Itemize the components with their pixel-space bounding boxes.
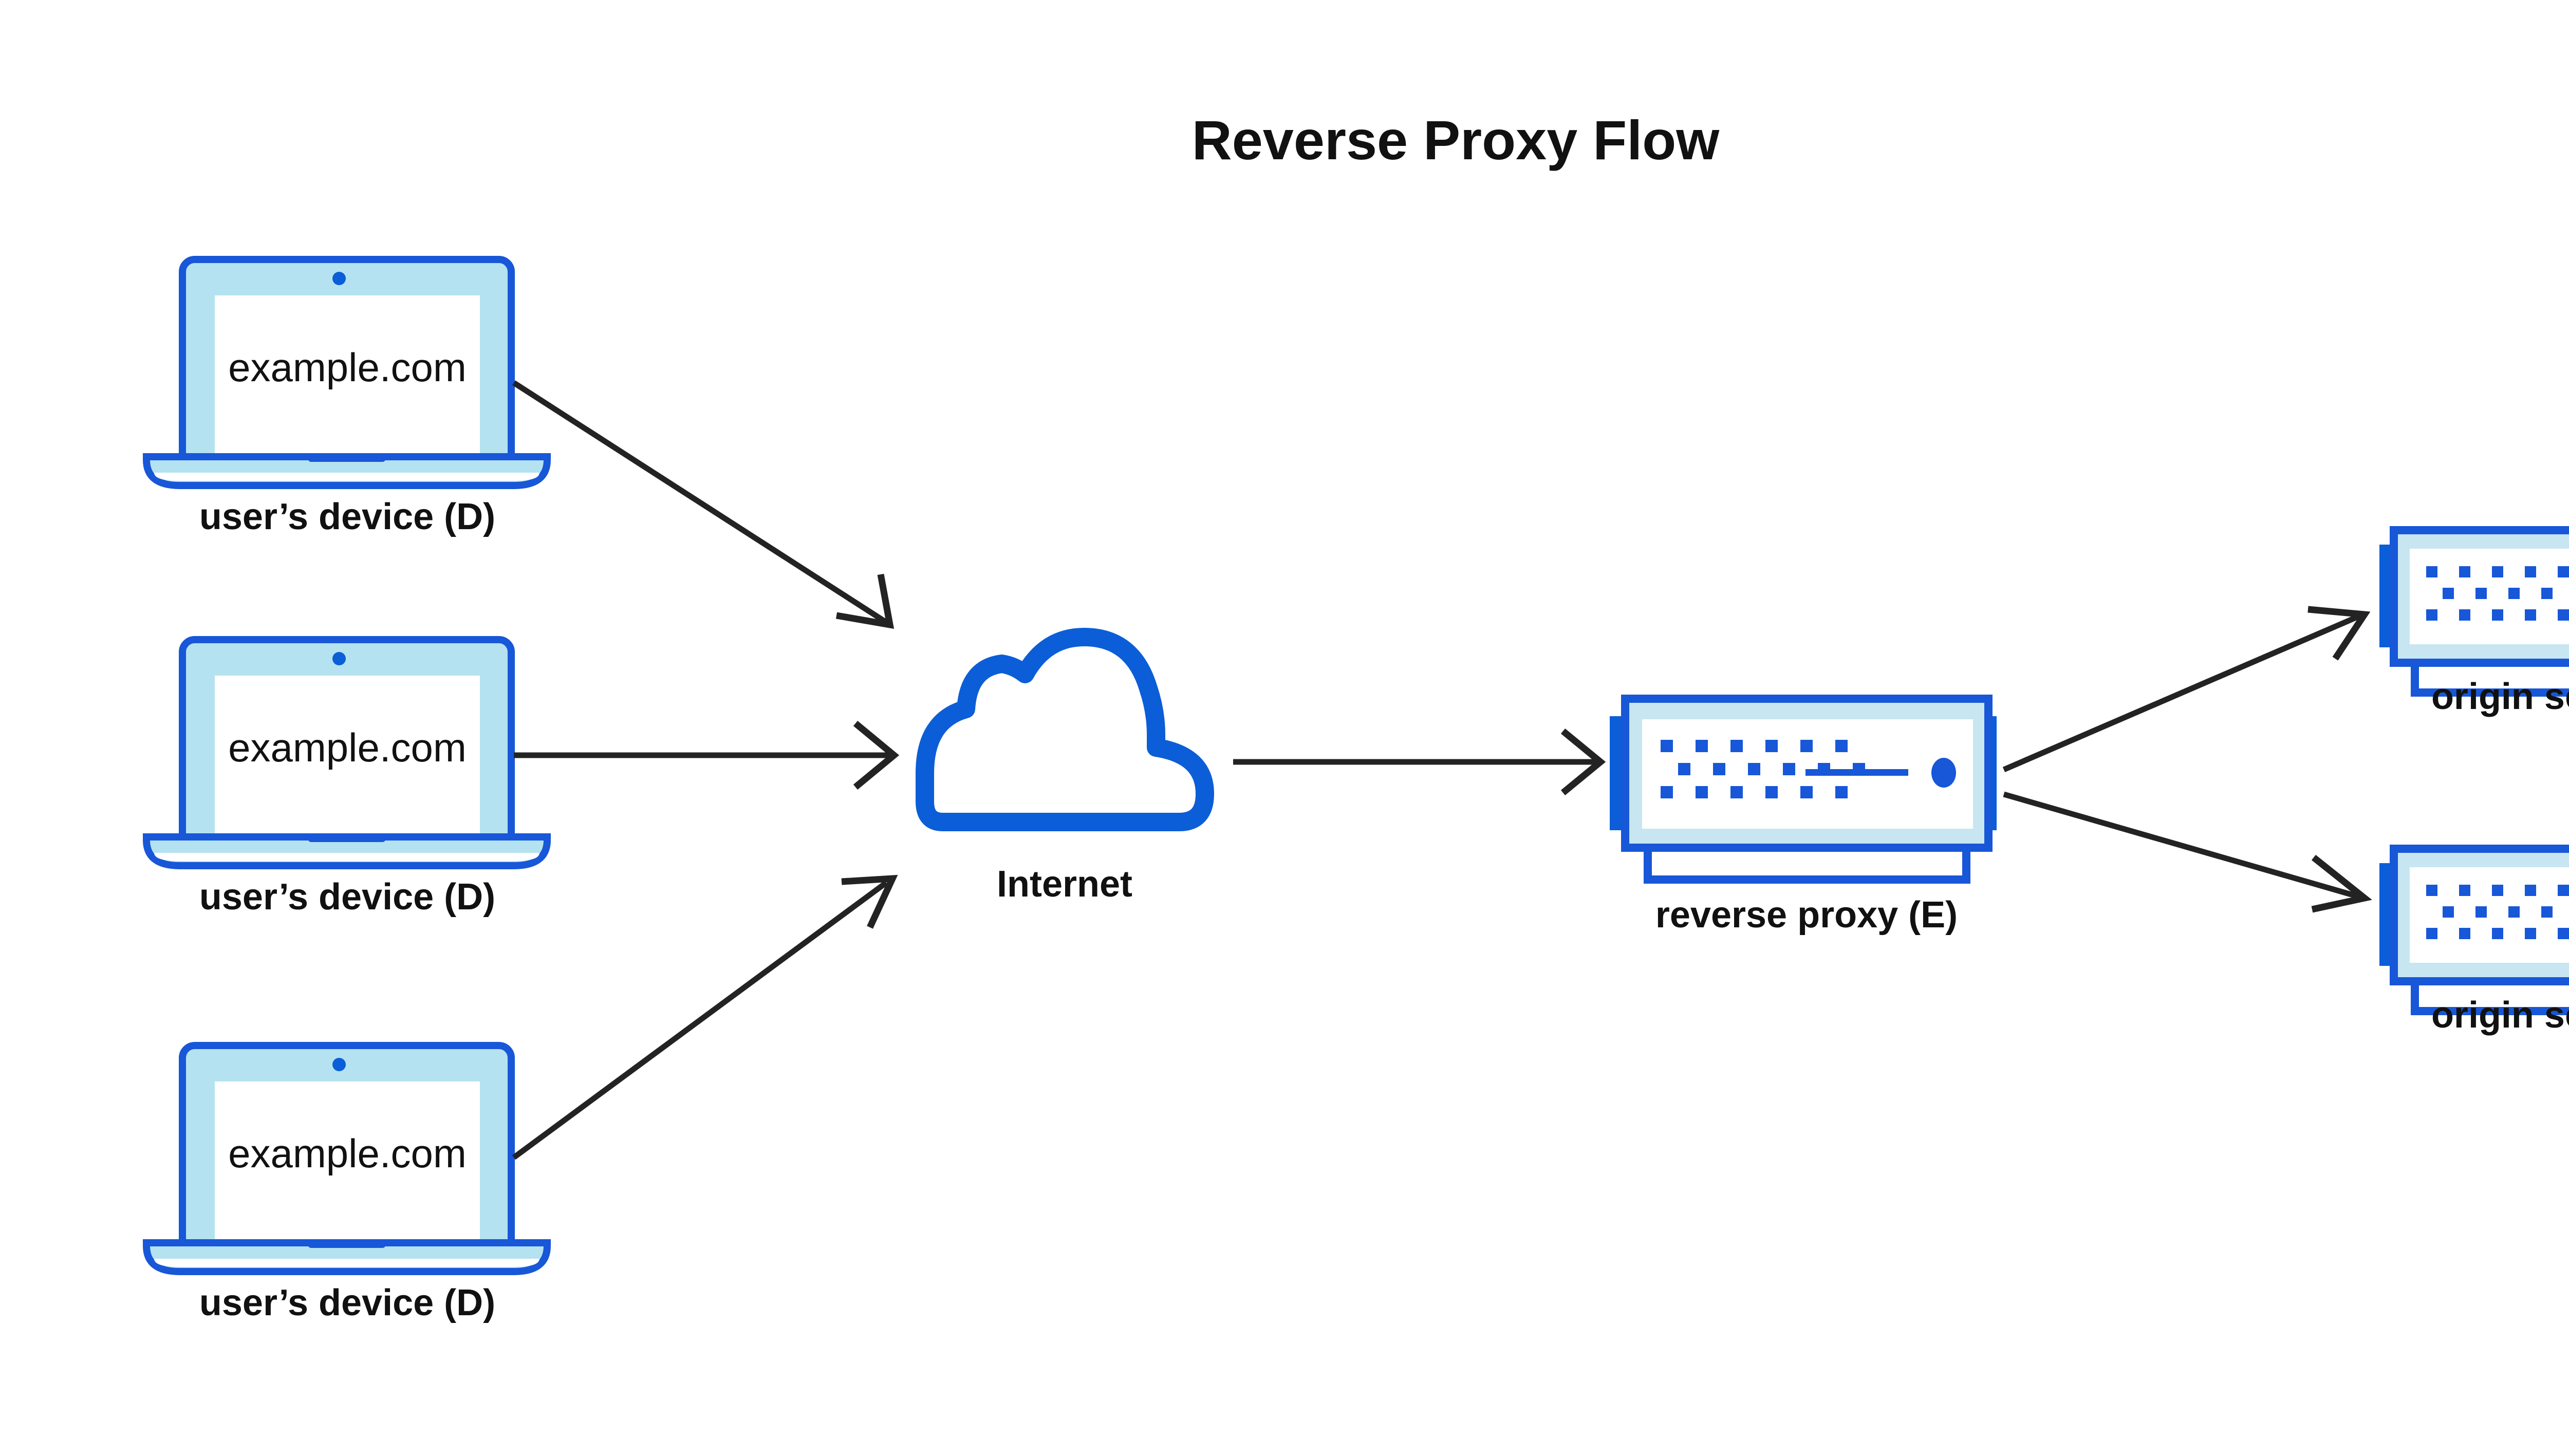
server-status-led bbox=[1931, 758, 1956, 788]
client-device-2[interactable]: example.com user’s device (D) bbox=[143, 636, 551, 918]
edge-client3-internet bbox=[512, 874, 898, 1160]
internet-node[interactable]: Internet bbox=[916, 628, 1214, 905]
server-status-line bbox=[1805, 769, 1908, 776]
client-device-1[interactable]: example.com user’s device (D) bbox=[143, 256, 551, 537]
origin-server-2-label: origin server (F) bbox=[2431, 995, 2569, 1036]
laptop-screen bbox=[215, 1081, 480, 1242]
edge-proxy-origin1 bbox=[2002, 606, 2371, 773]
camera-dot-icon bbox=[332, 1058, 346, 1071]
laptop-screen bbox=[215, 676, 480, 836]
edge-internet-proxy bbox=[1233, 728, 1606, 796]
laptop-base-lip bbox=[154, 473, 539, 481]
laptop-trackpad-notch bbox=[308, 1241, 385, 1248]
laptop-screen bbox=[215, 295, 480, 456]
camera-dot-icon bbox=[332, 272, 346, 285]
server-base bbox=[2411, 977, 2569, 1015]
client-device-2-label: user’s device (D) bbox=[199, 876, 495, 918]
edge-proxy-origin2 bbox=[2003, 791, 2372, 913]
edge-client2-internet bbox=[514, 720, 900, 790]
laptop-base-lip bbox=[154, 853, 539, 861]
camera-dot-icon bbox=[332, 652, 346, 665]
screen-url-text: example.com bbox=[228, 1131, 467, 1176]
cloud-icon bbox=[916, 628, 1214, 831]
client-device-3[interactable]: example.com user’s device (D) bbox=[143, 1042, 551, 1323]
reverse-proxy-label: reverse proxy (E) bbox=[1655, 894, 1958, 936]
client-device-3-label: user’s device (D) bbox=[199, 1282, 495, 1323]
internet-label: Internet bbox=[997, 864, 1132, 905]
laptop-base-lip bbox=[154, 1259, 539, 1267]
screen-url-text: example.com bbox=[228, 725, 467, 770]
screen-url-text: example.com bbox=[228, 345, 467, 390]
server-base bbox=[1644, 844, 1970, 884]
server-base bbox=[2411, 659, 2569, 697]
origin-server-2-node[interactable]: origin server (F) bbox=[2379, 845, 2569, 1036]
client-device-1-label: user’s device (D) bbox=[199, 496, 495, 537]
origin-server-1-node[interactable]: origin server (F) bbox=[2379, 526, 2569, 717]
laptop-trackpad-notch bbox=[308, 835, 385, 842]
edge-client1-internet bbox=[512, 380, 895, 629]
reverse-proxy-node[interactable]: reverse proxy (E) bbox=[1610, 695, 1997, 936]
laptop-trackpad-notch bbox=[308, 455, 385, 462]
page-title: Reverse Proxy Flow bbox=[1192, 109, 1720, 171]
server-vent-dots bbox=[2426, 566, 2569, 621]
server-vent-dots bbox=[2426, 885, 2569, 939]
origin-server-1-label: origin server (F) bbox=[2431, 676, 2569, 717]
